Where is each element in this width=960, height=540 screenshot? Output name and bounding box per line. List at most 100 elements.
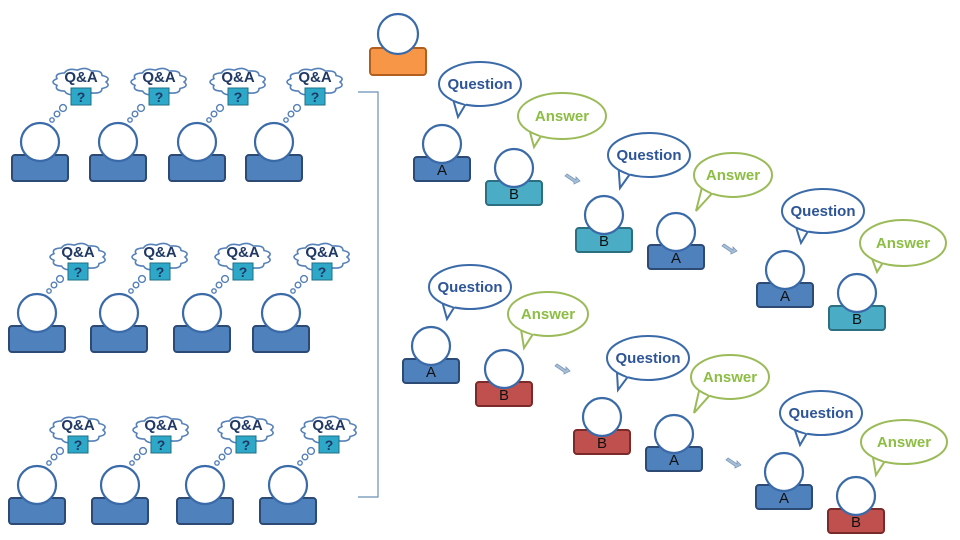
person-head (410, 325, 452, 367)
speech-join (793, 425, 809, 434)
moderator (369, 12, 427, 76)
qa-label: Q&A (64, 69, 98, 86)
person-head (493, 147, 535, 189)
speech-ellipse (507, 291, 589, 337)
person-icon (91, 464, 149, 525)
qa-label: Q&A (142, 69, 176, 86)
person-head (267, 464, 309, 506)
help-box-icon: ? (227, 87, 249, 106)
thought-cloud (132, 415, 189, 445)
person-head (655, 211, 697, 253)
arrow-shape (554, 363, 571, 375)
speech-join (452, 96, 467, 105)
person-head (181, 292, 223, 334)
person-label: B (852, 311, 862, 328)
thought-dot (218, 453, 226, 461)
speech-bubble-icon: Answer (693, 152, 773, 212)
thought-cloud (49, 242, 106, 272)
qa-label: Q&A (226, 244, 260, 261)
participant: Q&A? (245, 67, 343, 182)
arrow-icon (725, 457, 742, 469)
speech-join (870, 253, 885, 263)
person-head (184, 464, 226, 506)
answer-label: Answer (521, 306, 575, 323)
thought-dot (287, 110, 295, 118)
person-label: B (851, 514, 861, 531)
person-icon: B (828, 272, 886, 331)
help-box (67, 435, 89, 454)
person-label: B (599, 233, 609, 250)
arrow-icon (564, 173, 581, 185)
speech-bubble-icon: Question (606, 335, 690, 393)
thought-bubble-icon: Q&A? (46, 242, 106, 294)
thought-dot (294, 281, 302, 289)
help-mark: ? (325, 437, 334, 453)
help-box-icon: ? (149, 262, 171, 281)
thought-dot (46, 288, 52, 294)
help-box (232, 262, 254, 281)
person-head (836, 272, 878, 314)
help-box-icon: ? (148, 87, 170, 106)
speech-join (616, 368, 630, 377)
person-icon (11, 121, 69, 182)
thought-dot (206, 117, 212, 123)
help-mark: ? (156, 264, 165, 280)
person-head (583, 194, 625, 236)
help-box-icon: ? (67, 262, 89, 281)
thought-bubble-icon: Q&A? (206, 67, 266, 123)
person-head (764, 249, 806, 291)
thought-dot (211, 288, 217, 294)
thought-dot (127, 117, 133, 123)
answer-label: Answer (535, 108, 589, 125)
person-icon (8, 464, 66, 525)
person-head (260, 292, 302, 334)
help-box-icon: ? (70, 87, 92, 106)
person-head (16, 292, 58, 334)
answer-label: Answer (703, 369, 757, 386)
thought-dot (297, 460, 303, 466)
person-label: A (437, 162, 447, 179)
person-icon (176, 464, 234, 525)
help-box-icon: ? (150, 435, 172, 454)
thought-dot (210, 110, 218, 118)
person-icon (168, 121, 226, 182)
person-head (763, 451, 805, 493)
thought-dot (223, 446, 233, 456)
thought-bubble-icon: Q&A? (49, 67, 109, 123)
person-icon: B (827, 475, 885, 534)
qa-label: Q&A (144, 417, 178, 434)
thought-cloud (286, 67, 343, 97)
help-mark: ? (74, 264, 83, 280)
speech-ellipse (517, 92, 607, 140)
person-label: B (499, 387, 509, 404)
thought-dot (215, 103, 225, 113)
help-mark: ? (239, 264, 248, 280)
person-icon (369, 12, 427, 76)
help-box (304, 87, 326, 106)
arrow-icon (554, 363, 571, 375)
thought-dot (50, 281, 58, 289)
person-icon: A (645, 413, 703, 472)
person-icon: B (485, 147, 543, 206)
qa-label: Q&A (61, 244, 95, 261)
person-head (16, 464, 58, 506)
participant: Q&A? (90, 242, 188, 353)
thought-dot (283, 117, 289, 123)
grouping-bracket (358, 91, 379, 498)
speech-ellipse (606, 335, 690, 381)
person-icon: A (647, 211, 705, 270)
help-mark: ? (318, 264, 327, 280)
person-icon (90, 292, 148, 353)
person-label: A (779, 490, 789, 507)
speech-bubble-icon: Question (781, 188, 865, 246)
person-icon: B (475, 348, 533, 407)
thought-cloud (214, 242, 271, 272)
participant: Q&A? (168, 67, 266, 182)
help-box-icon: ? (235, 435, 257, 454)
person-head (653, 413, 695, 455)
